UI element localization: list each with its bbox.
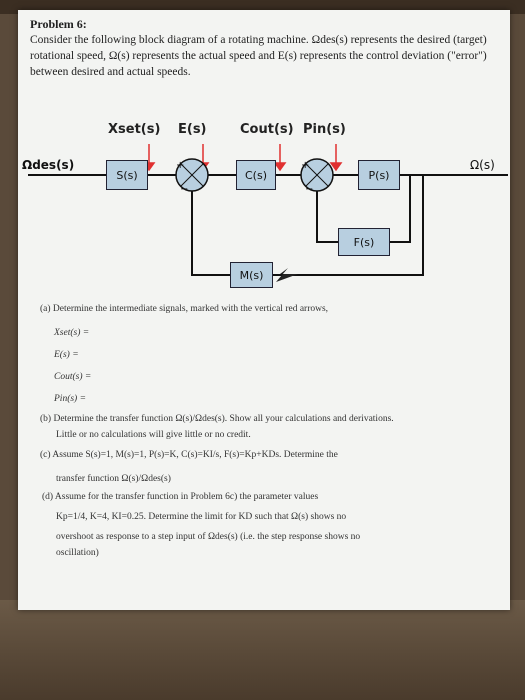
question-d-line2: Kp=1/4, K=4, KI=0.25. Determine the limi… xyxy=(56,512,347,522)
question-c: (c) Assume S(s)=1, M(s)=1, P(s)=K, C(s)=… xyxy=(40,450,338,460)
paper-sheet: Problem 6: Consider the following block … xyxy=(18,10,510,610)
block-p: P(s) xyxy=(358,160,400,190)
signal-pin: Pin(s) xyxy=(303,122,346,137)
answer-cout: Cout(s) = xyxy=(54,372,92,382)
question-b: (b) Determine the transfer function Ω(s)… xyxy=(40,414,394,424)
problem-title: Problem 6: xyxy=(30,17,87,31)
answer-e: E(s) = xyxy=(54,350,79,360)
block-f: F(s) xyxy=(338,228,390,256)
question-a: (a) Determine the intermediate signals, … xyxy=(40,304,329,314)
block-diagram-lines xyxy=(28,144,508,282)
block-m: M(s) xyxy=(230,262,273,288)
block-s: S(s) xyxy=(106,160,148,190)
signal-e: E(s) xyxy=(178,122,207,137)
question-b-line2: Little or no calculations will give litt… xyxy=(56,430,251,440)
sum1-plus: + xyxy=(176,160,185,171)
question-d-line3: overshoot as response to a step input of… xyxy=(56,532,361,542)
input-omega-des: Ωdes(s) xyxy=(22,158,75,172)
answer-pin: Pin(s) = xyxy=(54,394,87,404)
question-c-line2: transfer function Ω(s)/Ωdes(s) xyxy=(56,474,171,484)
signal-cout: Cout(s) xyxy=(240,122,294,137)
block-c: C(s) xyxy=(236,160,276,190)
sum1-minus: − xyxy=(180,184,189,195)
answer-xset: Xset(s) = xyxy=(54,328,90,338)
signal-xset: Xset(s) xyxy=(108,122,161,137)
output-omega: Ω(s) xyxy=(470,158,495,172)
question-d: (d) Assume for the transfer function in … xyxy=(42,492,319,502)
desk-background xyxy=(0,600,525,700)
sum2-minus: − xyxy=(305,184,314,195)
problem-intro: Consider the following block diagram of … xyxy=(30,34,487,78)
question-d-line4: oscillation) xyxy=(56,548,99,558)
sum2-plus: + xyxy=(301,160,310,171)
pointer-cursor-icon xyxy=(276,268,298,282)
